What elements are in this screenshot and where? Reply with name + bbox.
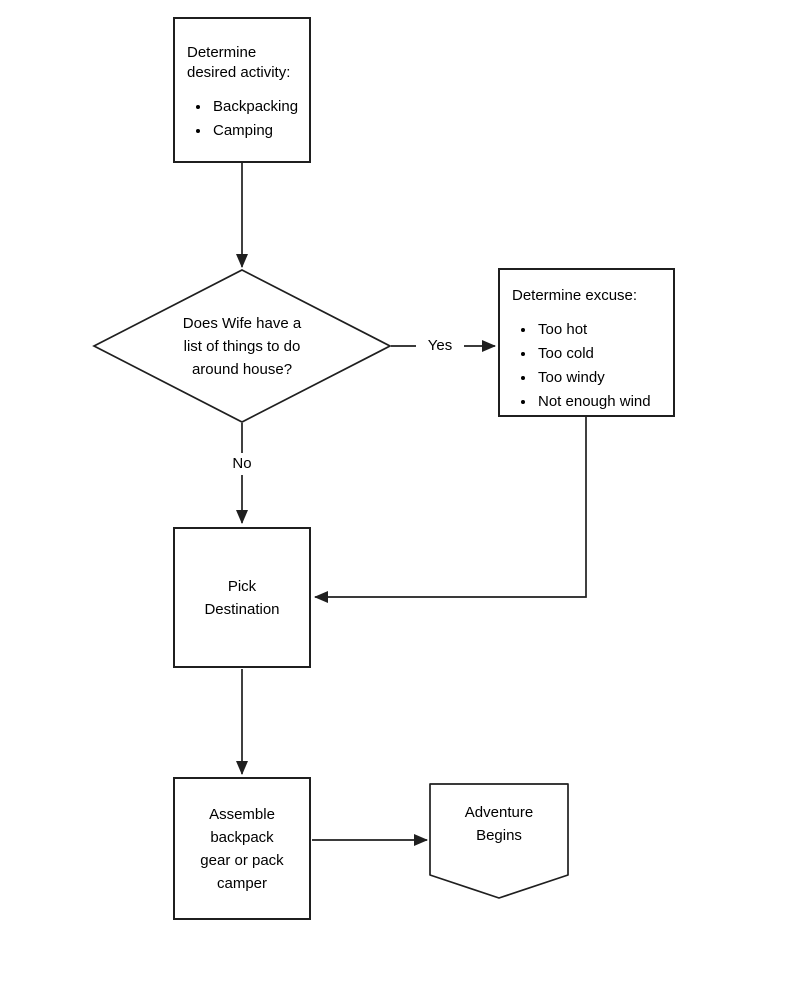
decision-line: Does Wife have a — [182, 315, 302, 332]
assemble-line: gear or pack — [200, 851, 284, 869]
destination-node: Pick Destination — [173, 527, 311, 668]
adventure-pennant-shape — [429, 783, 569, 899]
adventure-line: Adventure — [464, 804, 534, 821]
excuse-bullet-list: Too hot Too cold Too windy Not enough wi… — [512, 318, 667, 414]
assemble-node: Assemble backpack gear or pack camper — [173, 777, 311, 920]
activity-node: Determine desired activity: Backpacking … — [173, 17, 311, 163]
edge-excuse-to-destination — [314, 417, 587, 603]
excuse-heading: Determine excuse: — [512, 287, 638, 304]
assemble-line: Assemble — [209, 805, 275, 823]
adventure-line: Begins — [476, 827, 522, 844]
activity-bullet: Camping — [211, 119, 303, 143]
assemble-line: backpack — [210, 828, 274, 846]
destination-line: Pick — [227, 577, 257, 595]
excuse-bullet: Too cold — [536, 342, 667, 366]
decision-line: around house? — [191, 361, 293, 378]
decision-diamond — [92, 269, 392, 423]
activity-bullet: Backpacking — [211, 95, 303, 119]
no-edge-label: No — [222, 453, 262, 475]
assemble-line: camper — [216, 874, 268, 892]
excuse-node: Determine excuse: Too hot Too cold Too w… — [498, 268, 675, 417]
decision-node-text: Does Wife have a list of things to do ar… — [122, 312, 362, 381]
activity-heading: Determine desired activity: — [187, 44, 291, 81]
yes-edge-label: Yes — [416, 335, 464, 357]
activity-bullet-list: Backpacking Camping — [187, 95, 303, 143]
decision-line: list of things to do — [183, 338, 301, 355]
adventure-node-text: Adventure Begins — [430, 801, 568, 847]
excuse-bullet: Too windy — [536, 366, 667, 390]
excuse-bullet: Not enough wind — [536, 390, 667, 414]
excuse-bullet: Too hot — [536, 318, 667, 342]
destination-line: Destination — [204, 600, 280, 618]
